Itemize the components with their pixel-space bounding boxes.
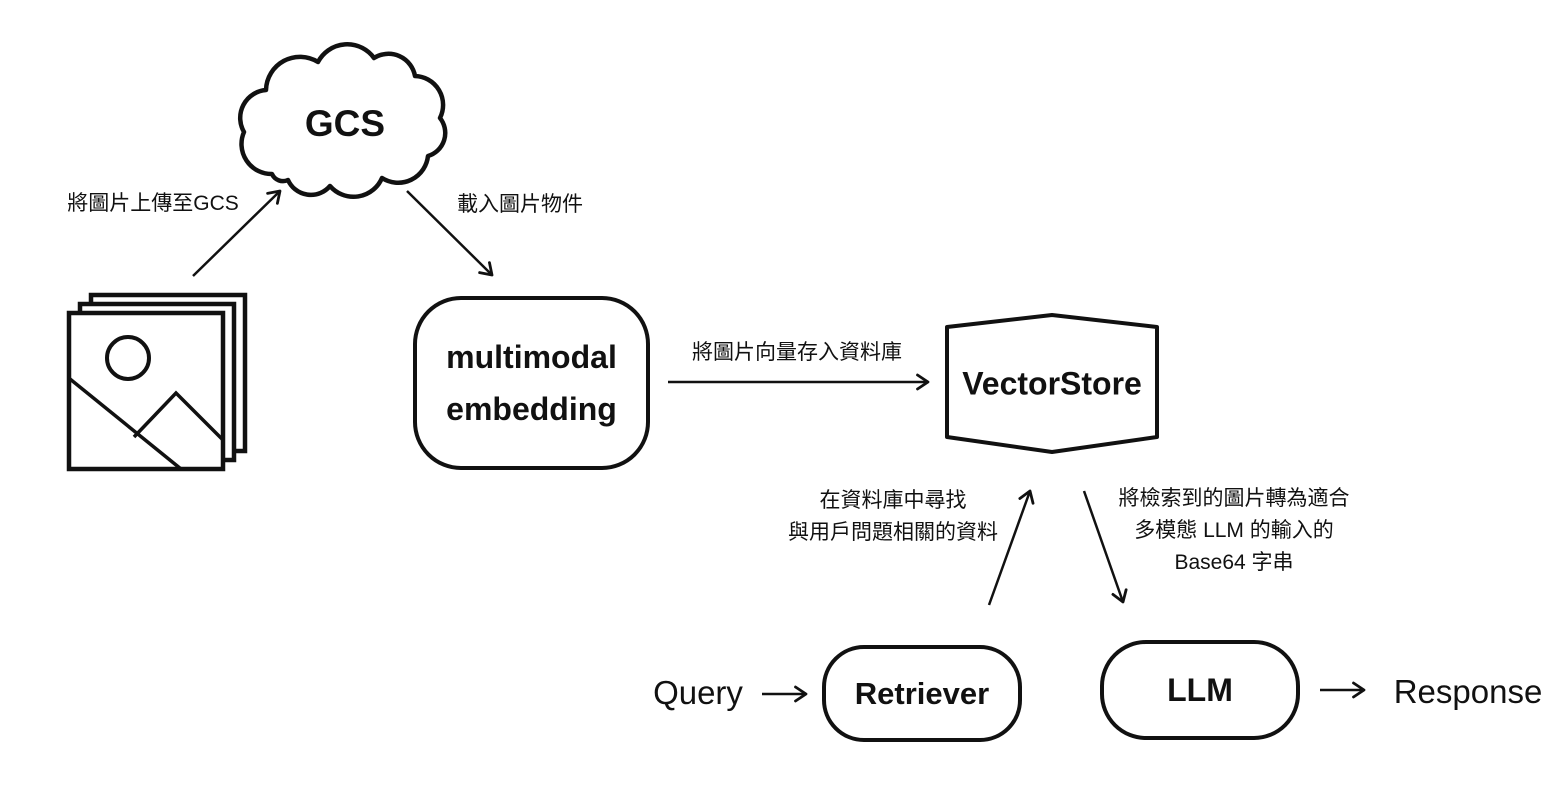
- retriever-node: Retriever: [822, 645, 1022, 742]
- embedding-label-line2: embedding: [446, 391, 617, 427]
- images-stack-icon: [66, 292, 248, 472]
- gcs-node-label: GCS: [304, 103, 386, 144]
- multimodal-embedding-node: multimodal embedding: [413, 296, 650, 470]
- sun-icon: [105, 335, 151, 381]
- response-output-label: Response: [1393, 673, 1543, 710]
- edge-label-search-database: 在資料庫中尋找 與用戶問題相關的資料: [788, 485, 998, 549]
- convert-label-line3: Base64 字串: [1174, 551, 1294, 574]
- convert-label-line2: 多模態 LLM 的輸入的: [1134, 519, 1334, 542]
- mountain-peak-line: [132, 390, 225, 442]
- search-label-line1: 在資料庫中尋找: [819, 489, 967, 512]
- gcs-cloud-shape: [238, 42, 448, 200]
- mountain-slope-line: [68, 377, 183, 471]
- query-input-label: Query: [653, 674, 743, 711]
- edge-label-convert-base64: 將檢索到的圖片轉為適合 多模態 LLM 的輸入的 Base64 字串: [1119, 483, 1350, 579]
- llm-node: LLM: [1100, 640, 1300, 740]
- edge-label-upload-to-gcs: 將圖片上傳至GCS: [67, 192, 239, 215]
- arrow-upload-to-gcs: [192, 189, 282, 277]
- vectorstore-node-label: VectorStore: [962, 365, 1142, 402]
- llm-label: LLM: [1167, 671, 1233, 708]
- photo-front-frame: [66, 310, 226, 472]
- vectorstore-shape: [945, 313, 1159, 454]
- embedding-label-line1: multimodal: [446, 339, 617, 375]
- arrow-vectorstore-to-llm: [1082, 490, 1128, 604]
- arrow-retriever-to-vectorstore: [987, 489, 1035, 606]
- edge-label-load-image-objects: 載入圖片物件: [457, 193, 583, 216]
- arrow-gcs-to-embedding: [406, 190, 494, 277]
- convert-label-line1: 將檢索到的圖片轉為適合: [1118, 487, 1350, 510]
- edge-label-store-vectors: 將圖片向量存入資料庫: [692, 341, 902, 364]
- retriever-label: Retriever: [854, 675, 990, 711]
- search-label-line2: 與用戶問題相關的資料: [788, 521, 998, 544]
